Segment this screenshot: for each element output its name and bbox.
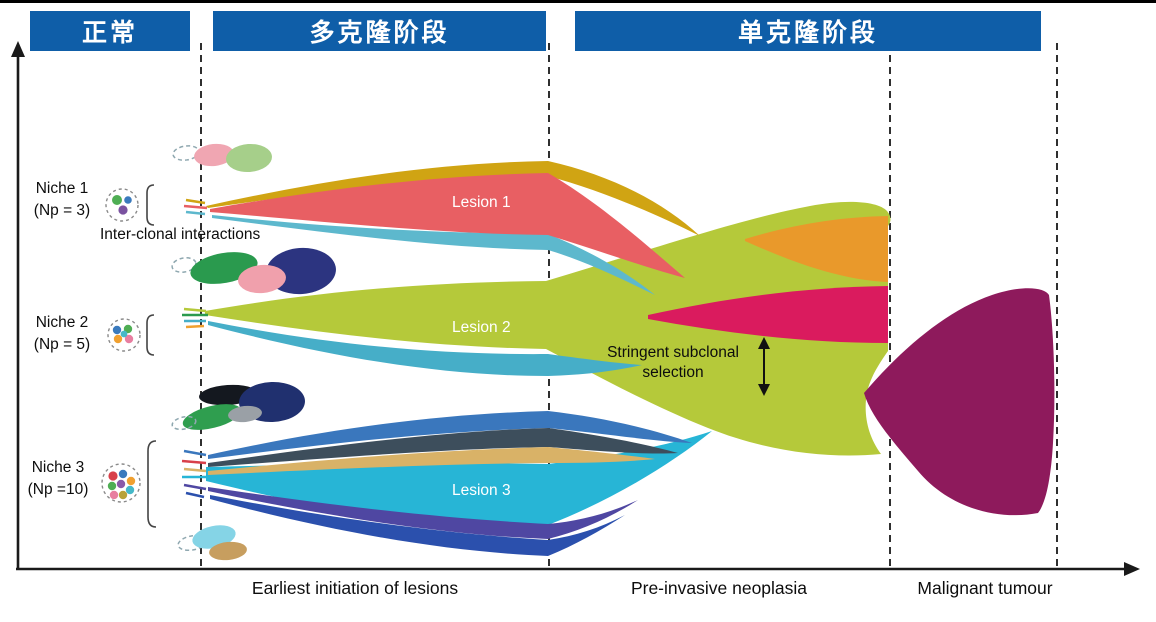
niche2-fan-lines <box>182 307 208 329</box>
niche3-fan-lines <box>181 449 208 499</box>
niche1-bracket <box>146 184 155 226</box>
lesion3-dashed-petal <box>171 415 197 431</box>
lesion3-slate-stream <box>208 428 678 467</box>
stringent-selection-line2: selection <box>642 364 704 382</box>
bottom-tan-petal <box>209 541 247 561</box>
malignant-tumour-shape <box>864 288 1055 516</box>
lesion3-tan-stream <box>208 447 655 475</box>
diagram-graphics <box>11 41 1140 576</box>
niche3-np: (Np =10) <box>27 480 89 498</box>
lesion2-teal-stream <box>208 321 642 376</box>
x-axis <box>16 562 1140 576</box>
lesion2-pink-blob <box>238 264 286 294</box>
niche1-np: (Np = 3) <box>33 201 91 219</box>
niche2-name: Niche 2 <box>35 314 89 331</box>
lesion1-red-stream <box>210 173 685 278</box>
lesion3-gray-blob <box>228 405 262 423</box>
stage-label-malignant-tumour: Malignant tumour <box>917 578 1053 598</box>
phase-header-polyclonal: 多克隆阶段 <box>213 11 546 51</box>
niche3-bracket <box>147 440 157 528</box>
niche1-label: Niche 1 (Np = 3) <box>16 178 108 221</box>
lesion3-green-petal <box>182 404 242 430</box>
lesion2-label: Lesion 2 <box>452 319 511 336</box>
niche1-cluster-icon <box>105 188 139 222</box>
phase-header-normal: 正常 <box>30 11 190 51</box>
niche2-label: Niche 2 (Np = 5) <box>16 312 108 355</box>
lesion3-label: Lesion 3 <box>452 482 511 499</box>
lesion1-label: Lesion 1 <box>452 194 511 211</box>
lesion2-green-stream <box>205 201 891 456</box>
niche2-bracket <box>146 314 155 356</box>
lesion3-blue-stream <box>208 411 692 459</box>
lesion3-cyan-stream <box>206 431 712 526</box>
lesion1-lightgreen-petal <box>226 143 272 173</box>
niche3-label: Niche 3 (Np =10) <box>12 457 104 500</box>
crimson-subclone-wedge <box>648 286 888 343</box>
niche1-name: Niche 1 <box>35 180 89 197</box>
niche2-cluster-icon <box>107 318 141 352</box>
lesion3-royal-stream <box>210 495 625 556</box>
stringent-selection-label: Stringent subclonal selection <box>588 343 758 383</box>
lesion3-purple-stream <box>208 487 638 539</box>
niche1-fan-lines <box>183 198 208 216</box>
phase-header-monoclonal: 单克隆阶段 <box>575 11 1041 51</box>
niche2-np: (Np = 5) <box>33 335 91 353</box>
niche3-name: Niche 3 <box>31 459 85 476</box>
stage-label-earliest-initiation: Earliest initiation of lesions <box>251 578 459 598</box>
lesion1-teal-stream <box>212 215 655 295</box>
orange-subclone-wedge <box>745 216 888 282</box>
stage-label-preinvasive-neoplasia: Pre-invasive neoplasia <box>630 578 808 598</box>
selection-double-arrow-icon <box>758 337 770 396</box>
y-axis <box>11 41 25 568</box>
lesion2-dashed-petal <box>171 257 197 273</box>
stringent-selection-line1: Stringent subclonal <box>607 344 739 361</box>
inter-clonal-interactions-label: Inter-clonal interactions <box>100 226 261 243</box>
niche3-cluster-icon <box>101 463 141 503</box>
lesion1-mustard-stream <box>206 161 700 236</box>
lesion1-pink-petal <box>194 143 234 167</box>
